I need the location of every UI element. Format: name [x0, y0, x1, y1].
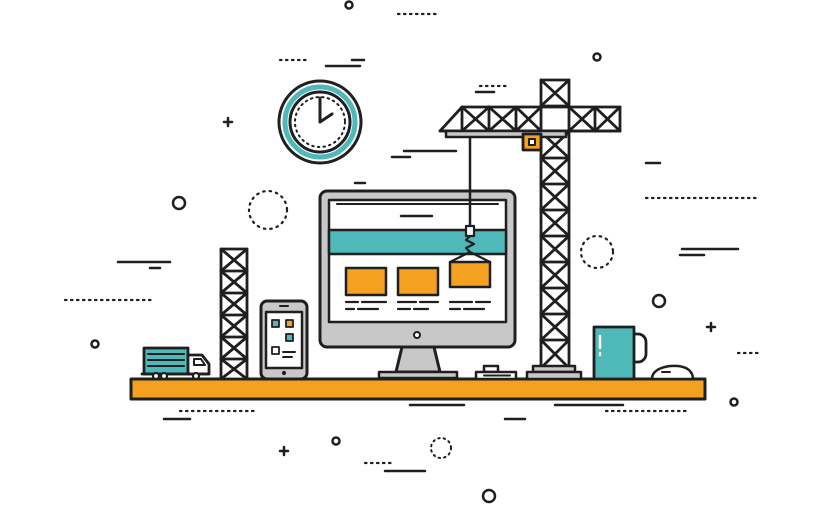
ring-decoration — [344, 0, 354, 10]
ring-decoration — [171, 195, 187, 211]
phone-app-tile — [271, 346, 280, 355]
background-decorations — [63, 0, 762, 504]
monitor-stand — [394, 345, 442, 374]
content-block — [344, 266, 388, 297]
dotted-ring-decoration — [579, 234, 615, 270]
ring-decoration — [481, 488, 497, 504]
page-banner — [327, 228, 508, 256]
computer-mouse-icon — [650, 364, 695, 381]
plus-decoration — [278, 445, 290, 457]
keyboard-icon — [474, 364, 518, 381]
crane-hook — [464, 224, 476, 238]
phone-app-tile — [285, 333, 294, 342]
delivery-truck-icon — [140, 346, 211, 381]
phone-app-tile — [271, 319, 280, 328]
ring-decoration — [729, 397, 739, 407]
dash-lines — [116, 58, 740, 473]
scaffold-tower-icon — [219, 247, 249, 381]
coffee-mug-icon — [592, 325, 648, 381]
plus-decoration — [222, 116, 234, 128]
phone-app-tile — [285, 319, 294, 328]
plus-decoration — [705, 321, 717, 333]
text-lines — [344, 300, 492, 311]
clock-hands — [318, 96, 334, 124]
construction-crane-icon — [438, 78, 622, 381]
ring-decoration — [90, 339, 100, 349]
ring-decoration — [331, 436, 341, 446]
ring-decoration — [651, 293, 667, 309]
dotted-ring-decoration — [430, 437, 452, 459]
dotted-ring-decoration — [247, 189, 289, 231]
hanging-content-block — [448, 260, 492, 289]
dotted-lines — [63, 12, 762, 465]
desk — [129, 377, 707, 401]
wall-clock-icon — [277, 79, 363, 165]
smartphone-icon — [259, 299, 309, 381]
content-block — [396, 266, 440, 297]
webpage-mockup — [327, 214, 508, 311]
ring-decoration — [592, 52, 602, 62]
